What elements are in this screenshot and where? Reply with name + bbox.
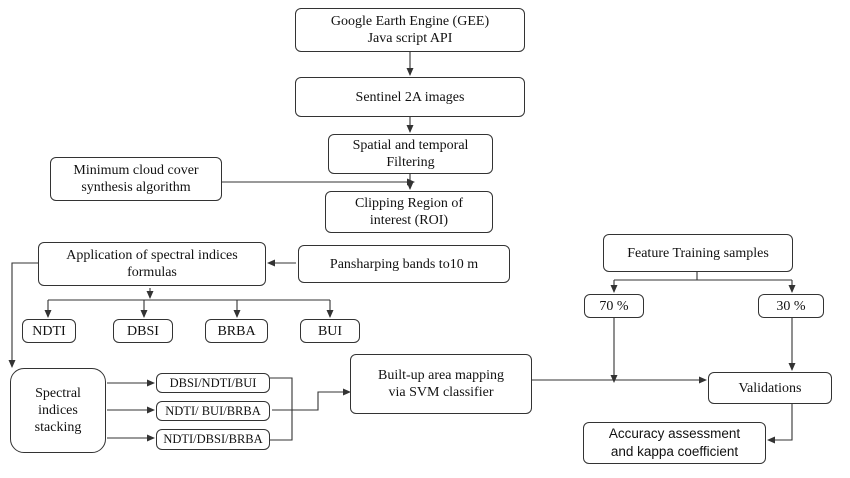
stacking-box: Spectral indices stacking xyxy=(10,368,106,453)
bui-label: BUI xyxy=(317,323,343,339)
stacking-line3: stacking xyxy=(34,420,82,435)
arrow-validations-to-accuracy xyxy=(767,404,793,444)
accuracy-box: Accuracy assessment and kappa coefficient xyxy=(583,422,766,464)
accuracy-line2: and kappa coefficient xyxy=(610,444,739,459)
combo2-label: NDTI/ BUI/BRBA xyxy=(165,403,261,418)
p70-label: 70 % xyxy=(599,298,629,314)
filtering-line1: Spatial and temporal xyxy=(352,138,469,153)
combo1-label: DBSI/NDTI/BUI xyxy=(169,375,257,390)
stacking-line2: indices xyxy=(38,403,78,418)
combo2-box: NDTI/ BUI/BRBA xyxy=(156,401,270,421)
filtering-line2: Filtering xyxy=(386,155,435,170)
validations-label: Validations xyxy=(738,380,802,396)
sentinel-label: Sentinel 2A images xyxy=(355,89,465,105)
p70-box: 70 % xyxy=(584,294,644,318)
ndti-label: NDTI xyxy=(32,323,66,339)
combo3-label: NDTI/DBSI/BRBA xyxy=(163,432,263,446)
line-spectral-app-to-stacking xyxy=(8,262,38,368)
p30-box: 30 % xyxy=(758,294,824,318)
svm-line2: via SVM classifier xyxy=(388,385,494,400)
dbsi-box: DBSI xyxy=(113,319,173,343)
arrow-combos-to-svm xyxy=(272,388,351,411)
p30-label: 30 % xyxy=(776,298,806,314)
gee-line2: Java script API xyxy=(367,31,453,46)
validations-box: Validations xyxy=(708,372,832,404)
gee-line1: Google Earth Engine (GEE) xyxy=(330,14,490,29)
dbsi-label: DBSI xyxy=(127,323,159,339)
pansharp-box: Pansharping bands to10 m xyxy=(298,245,510,283)
cloud-line1: Minimum cloud cover xyxy=(73,163,199,178)
cloud-box: Minimum cloud cover synthesis algorithm xyxy=(50,157,222,201)
roi-box: Clipping Region of interest (ROI) xyxy=(325,191,493,233)
pansharp-label: Pansharping bands to10 m xyxy=(329,256,479,272)
combo1-box: DBSI/NDTI/BUI xyxy=(156,373,270,393)
cloud-line2: synthesis algorithm xyxy=(81,180,191,195)
accuracy-line1: Accuracy assessment xyxy=(608,426,741,441)
sentinel-box: Sentinel 2A images xyxy=(295,77,525,117)
spectral-app-box: Application of spectral indices formulas xyxy=(38,242,266,286)
stacking-line1: Spectral xyxy=(35,386,81,401)
brba-label: BRBA xyxy=(217,323,256,339)
spectral-app-line1: Application of spectral indices xyxy=(66,248,238,263)
training-box: Feature Training samples xyxy=(603,234,793,272)
bui-box: BUI xyxy=(300,319,360,343)
ndti-box: NDTI xyxy=(22,319,76,343)
roi-line1: Clipping Region of xyxy=(354,196,464,211)
line-combos-merge xyxy=(270,377,293,441)
svm-line1: Built-up area mapping xyxy=(378,368,504,383)
roi-line2: interest (ROI) xyxy=(369,213,449,228)
svm-box: Built-up area mapping via SVM classifier xyxy=(350,354,532,414)
combo3-box: NDTI/DBSI/BRBA xyxy=(156,429,270,450)
spectral-app-line2: formulas xyxy=(127,265,177,280)
line-training-branch xyxy=(614,272,792,281)
gee-box: Google Earth Engine (GEE) Java script API xyxy=(295,8,525,52)
brba-box: BRBA xyxy=(205,319,268,343)
training-label: Feature Training samples xyxy=(627,245,769,261)
